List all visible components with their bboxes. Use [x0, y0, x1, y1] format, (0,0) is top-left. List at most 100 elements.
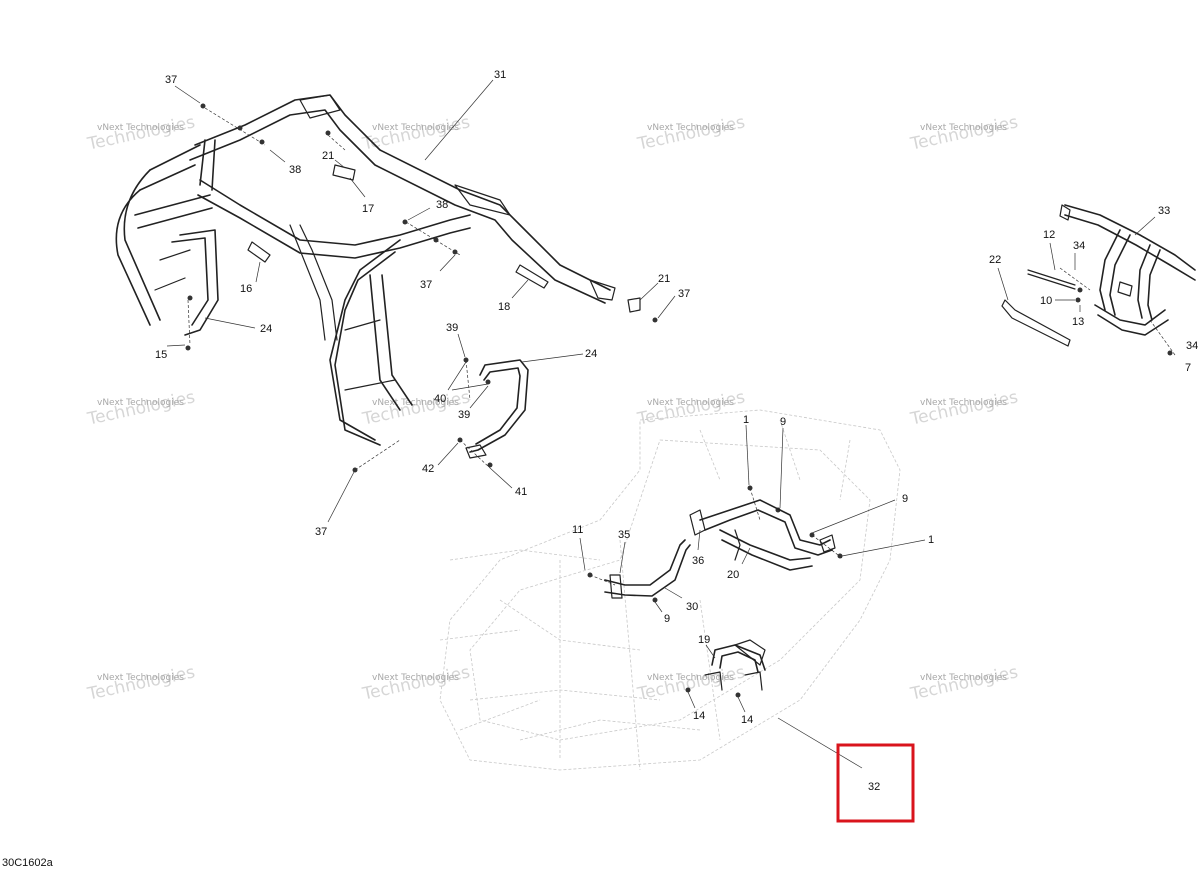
callout-38: 38 — [289, 164, 301, 176]
watermark: Technologies vNext Technologies — [360, 387, 472, 430]
bracket-19 — [704, 639, 766, 691]
support-30 — [604, 539, 691, 599]
nut-icon — [259, 139, 265, 145]
watermark-text: vNext Technologies — [920, 673, 1007, 683]
callout-42: 42 — [422, 463, 434, 475]
watermark: Technologies vNext Technologies — [360, 662, 472, 705]
callout-15: 15 — [155, 349, 167, 361]
watermark-text: vNext Technologies — [372, 398, 459, 408]
callout-9: 9 — [780, 416, 786, 428]
bolt-icon — [237, 125, 243, 131]
watermark-text: vNext Technologies — [372, 123, 459, 133]
watermark: Technologies vNext Technologies — [85, 387, 197, 430]
watermark-text: vNext Technologies — [920, 398, 1007, 408]
watermark-text: Technologies — [360, 662, 472, 705]
bracket-17 — [332, 164, 356, 181]
callout-37: 37 — [420, 279, 432, 291]
small-parts — [247, 164, 641, 313]
watermark-text: vNext Technologies — [97, 123, 184, 133]
callout-19: 19 — [698, 634, 710, 646]
nut-icon — [402, 219, 408, 225]
callout-18: 18 — [498, 301, 510, 313]
callout-16: 16 — [240, 283, 252, 295]
nut-icon — [735, 692, 741, 698]
callout-17: 17 — [362, 203, 374, 215]
watermark-text: vNext Technologies — [647, 673, 734, 683]
watermark-text: Technologies — [360, 387, 472, 430]
callout-1: 1 — [928, 534, 934, 546]
callout-37: 37 — [315, 526, 327, 538]
bracket-18 — [515, 264, 549, 289]
assembly-lines — [187, 107, 1176, 586]
watermark: Technologies vNext Technologies — [635, 112, 747, 155]
callout-30: 30 — [686, 601, 698, 613]
callout-11: 11 — [572, 524, 583, 536]
callout-37: 37 — [678, 288, 690, 300]
watermark: Technologies vNext Technologies — [85, 662, 197, 705]
watermarks: Technologies vNext Technologies Technolo… — [85, 112, 1020, 705]
watermark-text: Technologies — [85, 387, 197, 430]
nut-icon — [685, 687, 691, 693]
callout-36: 36 — [692, 555, 704, 567]
bolt-icon — [652, 317, 658, 323]
watermark-text: vNext Technologies — [647, 398, 734, 408]
watermark-text: Technologies — [908, 112, 1020, 155]
bracket-16 — [247, 241, 271, 263]
callout-41: 41 — [515, 486, 527, 498]
callout-32: 32 — [868, 781, 880, 793]
callout-39: 39 — [446, 322, 458, 334]
callout-20: 20 — [727, 569, 739, 581]
watermark-text: Technologies — [360, 112, 472, 155]
watermark: Technologies vNext Technologies — [908, 387, 1020, 430]
callout-14: 14 — [693, 710, 705, 722]
grab-handle-24 — [465, 359, 529, 459]
watermark-text: vNext Technologies — [97, 673, 184, 683]
callout-13: 13 — [1072, 316, 1084, 328]
bolt-icon — [487, 462, 493, 468]
watermark-text: Technologies — [85, 662, 197, 705]
bolt-icon — [325, 130, 331, 136]
hardware — [185, 103, 1173, 698]
callout-9: 9 — [902, 493, 908, 505]
callout-39: 39 — [458, 409, 470, 421]
callout-31: 31 — [494, 69, 506, 81]
watermark: Technologies vNext Technologies — [908, 112, 1020, 155]
bolt-icon — [187, 295, 193, 301]
figure-code: 30C1602a — [2, 857, 53, 869]
watermark: Technologies vNext Technologies — [360, 112, 472, 155]
front-bracket-20 — [689, 499, 836, 571]
callout-34: 34 — [1073, 240, 1085, 252]
nut-icon — [652, 597, 658, 603]
ghost-chassis — [439, 409, 901, 771]
bracket-21 — [627, 297, 641, 313]
callout-14: 14 — [741, 714, 753, 726]
callout-21: 21 — [322, 150, 334, 162]
callout-35: 35 — [618, 529, 630, 541]
callout-33: 33 — [1158, 205, 1170, 217]
highlight-box — [836, 743, 915, 823]
watermark-text: Technologies — [908, 662, 1020, 705]
callout-37: 37 — [165, 74, 177, 86]
callout-21: 21 — [658, 273, 670, 285]
watermark-text: Technologies — [635, 387, 747, 430]
callout-24: 24 — [585, 348, 597, 360]
callout-12: 12 — [1043, 229, 1055, 241]
bolt-icon — [1077, 287, 1083, 293]
callout-7: 7 — [1185, 362, 1191, 374]
bolt-icon — [200, 103, 206, 109]
roll-cage-frame — [115, 94, 616, 446]
watermark-text: Technologies — [85, 112, 197, 155]
callout-38: 38 — [436, 199, 448, 211]
watermark-text: Technologies — [908, 387, 1020, 430]
callout-40: 40 — [434, 393, 446, 405]
bolt-icon — [185, 345, 191, 351]
watermark: Technologies vNext Technologies — [635, 387, 747, 430]
leader-lines — [166, 79, 1156, 769]
watermark-text: vNext Technologies — [97, 398, 184, 408]
callout-22: 22 — [989, 254, 1001, 266]
watermark-text: vNext Technologies — [372, 673, 459, 683]
nut-icon — [485, 379, 491, 385]
watermark-text: vNext Technologies — [647, 123, 734, 133]
callout-34: 34 — [1186, 340, 1198, 352]
